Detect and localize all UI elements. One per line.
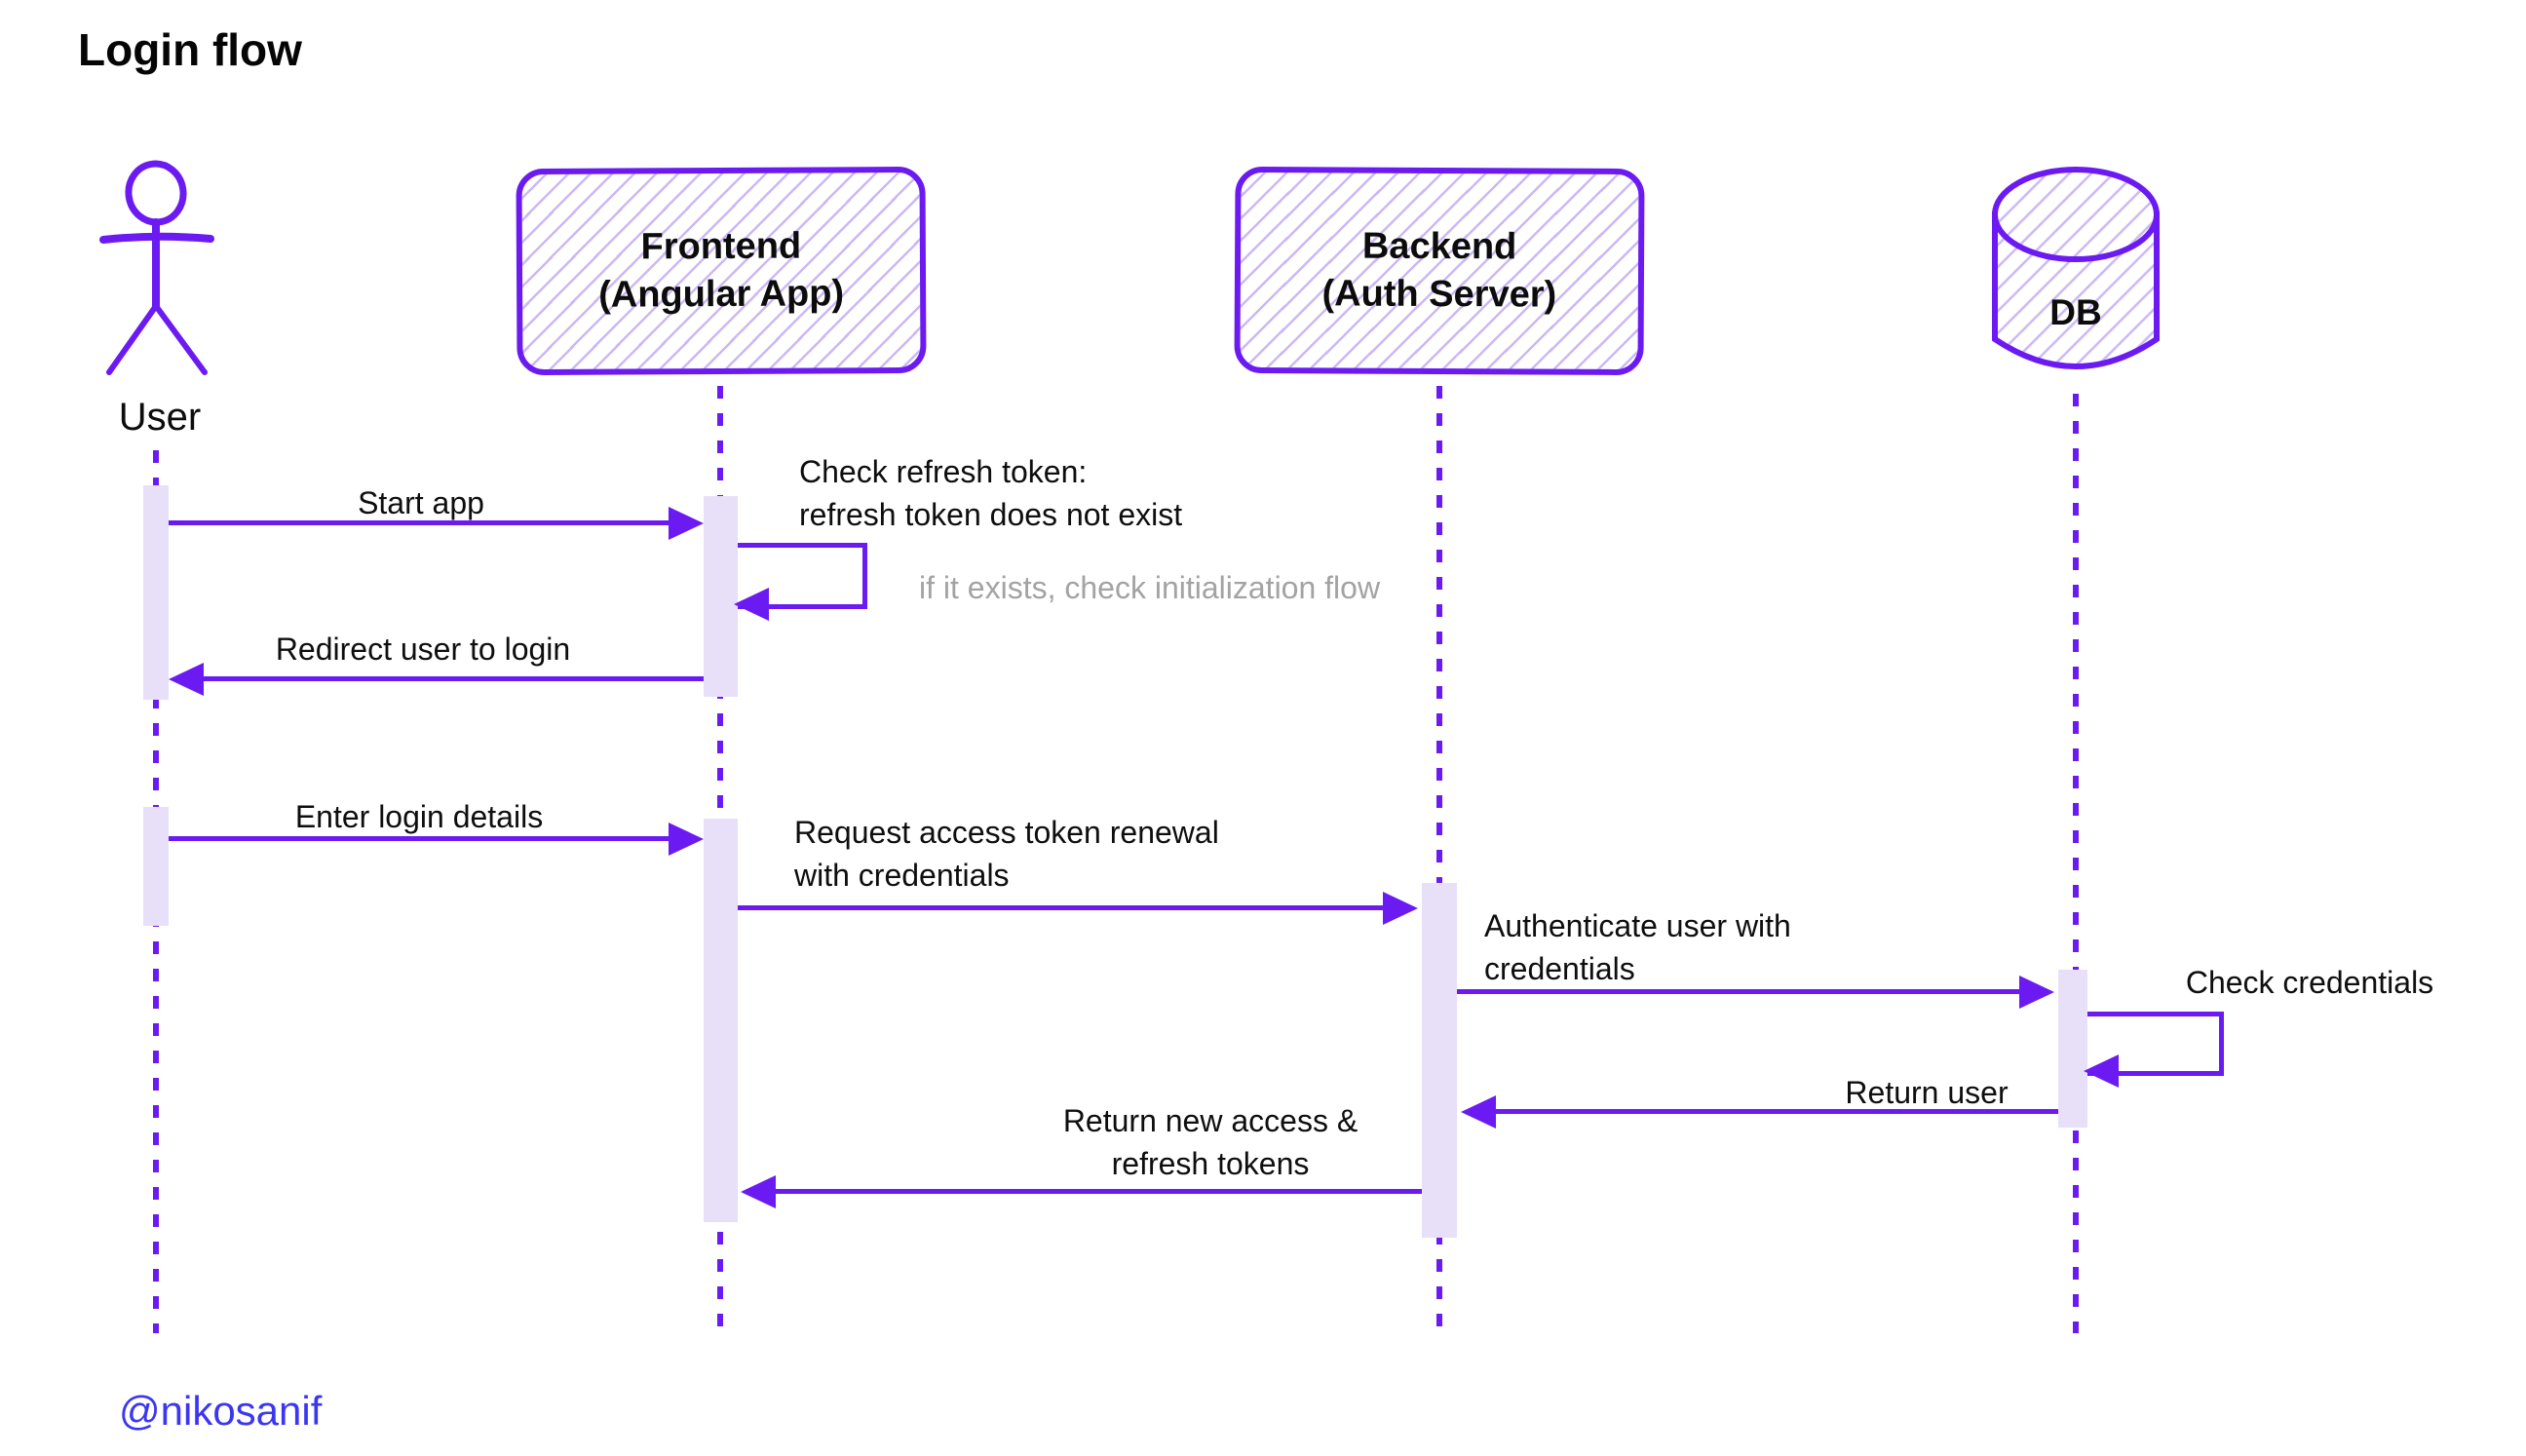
self-loop-db-arrowhead-icon: [2084, 1054, 2119, 1088]
self-loop-frontend-arrowhead-icon: [734, 588, 769, 621]
author-handle-link[interactable]: @nikosanif: [119, 1388, 323, 1434]
participant-frontend-box: Frontend (Angular App): [516, 166, 927, 376]
message-return-tokens-line2: refresh tokens: [1111, 1146, 1310, 1181]
participant-backend-line2: (Auth Server): [1321, 273, 1557, 316]
activation-db: [2058, 970, 2087, 1128]
participant-backend-box: Backend (Auth Server): [1234, 166, 1645, 376]
arrow-enter-details: [169, 822, 704, 856]
message-check-credentials-label: Check credentials: [2185, 965, 2434, 1000]
arrow-return-user: [1461, 1094, 2058, 1129]
message-request-renewal-line2: with credentials: [794, 858, 1010, 893]
activation-user-1: [143, 485, 169, 700]
self-loop-db: [2087, 1012, 2224, 1076]
message-start-app-label: Start app: [358, 485, 484, 520]
message-redirect-login-label: Redirect user to login: [275, 632, 571, 667]
arrow-return-tokens: [741, 1174, 1422, 1208]
actor-user-label: User: [118, 396, 202, 439]
user-actor-icon: [99, 160, 214, 375]
message-return-user-label: Return user: [1845, 1075, 2009, 1110]
message-check-refresh-line2: refresh token does not exist: [799, 497, 1183, 532]
activation-frontend-1: [704, 496, 738, 697]
arrow-request-renewal: [738, 891, 1418, 925]
message-return-tokens-line1: Return new access &: [1062, 1103, 1359, 1138]
self-loop-frontend: [738, 543, 867, 609]
note-if-exists: if it exists, check initialization flow: [919, 570, 1381, 605]
lifeline-db: [2073, 394, 2079, 1333]
activation-user-2: [143, 807, 169, 926]
arrow-redirect-login: [169, 662, 704, 696]
participant-db-label: DB: [2049, 292, 2102, 332]
participant-frontend-line1: Frontend: [640, 225, 802, 268]
db-cylinder-icon: [1992, 167, 2160, 369]
message-check-refresh-line1: Check refresh token:: [799, 454, 1088, 489]
message-request-renewal-line1: Request access token renewal: [794, 815, 1219, 850]
message-authenticate-line1: Authenticate user with: [1484, 908, 1791, 943]
arrow-start-app: [169, 506, 704, 540]
page-title: Login flow: [78, 24, 302, 75]
message-authenticate-line2: credentials: [1484, 951, 1635, 986]
participant-backend-line1: Backend: [1361, 225, 1517, 268]
participant-frontend-line2: (Angular App): [598, 273, 845, 316]
activation-frontend-2: [704, 819, 738, 1222]
arrow-authenticate: [1457, 975, 2054, 1009]
lifeline-backend: [1436, 386, 1442, 1333]
message-enter-details-label: Enter login details: [294, 799, 544, 834]
activation-backend: [1422, 883, 1457, 1238]
